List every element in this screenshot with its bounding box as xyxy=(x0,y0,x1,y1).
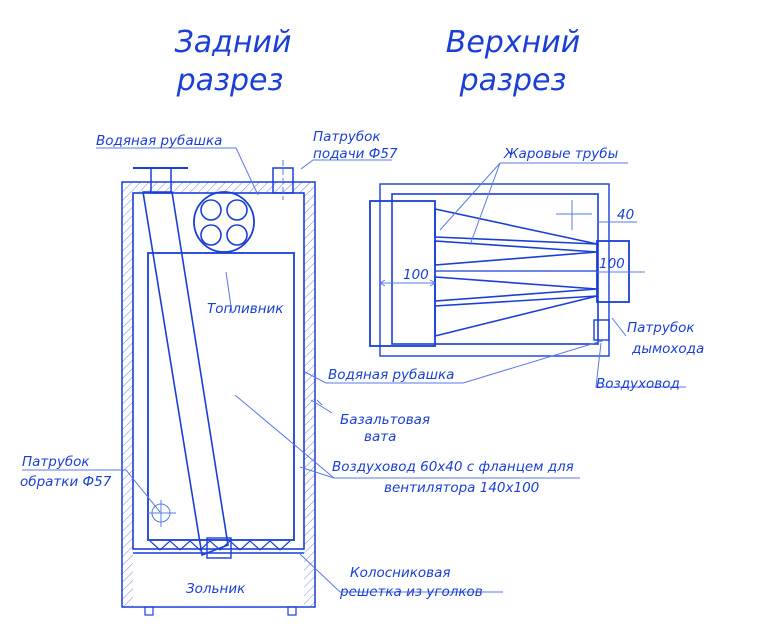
label-air-duct-fan-2: вентилятора 140х100 xyxy=(384,480,539,496)
label-grate-2: решетка из уголков xyxy=(339,584,483,600)
label-supply-pipe-2: подачи Ф57 xyxy=(313,146,398,162)
fire-tube-wedges xyxy=(434,208,598,338)
top-section-drawing xyxy=(369,183,645,357)
label-basalt-1: Базальтовая xyxy=(340,412,430,428)
label-fire-tubes: Жаровые трубы xyxy=(503,146,619,162)
label-grate-1: Колосниковая xyxy=(350,565,451,581)
dim-100-left: 100 xyxy=(403,267,429,283)
label-air-duct: Воздуховод xyxy=(596,376,680,392)
diagonal-air-duct xyxy=(142,191,229,557)
fire-tubes-circles xyxy=(193,191,255,253)
label-return-pipe-1: Патрубок xyxy=(22,454,90,470)
dim-100-right: 100 xyxy=(599,256,625,272)
title-rear-section: Задний разрез xyxy=(175,25,292,98)
label-water-jacket-top: Водяная рубашка xyxy=(96,133,222,149)
outer-casing xyxy=(121,181,316,608)
rear-section-drawing xyxy=(121,160,316,616)
title-rear-line2: разрез xyxy=(176,63,284,98)
foot-left xyxy=(144,606,154,616)
label-basalt-2: вата xyxy=(364,429,396,445)
labels: Водяная рубашка Патрубок подачи Ф57 Жаро… xyxy=(20,129,704,600)
leader-lines xyxy=(22,147,686,593)
label-air-duct-fan-1: Воздуховод 60х40 с фланцем для xyxy=(332,459,574,475)
grate-angles xyxy=(149,540,291,551)
label-chimney-1: Патрубок xyxy=(627,320,695,336)
label-firebox: Топливник xyxy=(207,301,284,317)
dim-40: 40 xyxy=(617,207,634,223)
label-supply-pipe-1: Патрубок xyxy=(313,129,381,145)
title-rear-line1: Задний xyxy=(175,25,292,60)
label-return-pipe-2: обратки Ф57 xyxy=(20,474,112,490)
label-ash-pit: Зольник xyxy=(186,581,246,597)
air-duct-stub xyxy=(593,319,610,341)
title-top-line2: разрез xyxy=(459,63,567,98)
foot-right xyxy=(287,606,297,616)
top-firebox xyxy=(369,200,436,347)
title-top-line1: Верхний xyxy=(446,25,580,60)
top-water-jacket xyxy=(391,193,599,345)
label-chimney-2: дымохода xyxy=(631,341,704,357)
top-insulation xyxy=(379,183,610,357)
firebox-chamber xyxy=(147,252,295,541)
label-water-jacket-side: Водяная рубашка xyxy=(328,367,454,383)
title-top-section: Верхний разрез xyxy=(446,25,580,98)
